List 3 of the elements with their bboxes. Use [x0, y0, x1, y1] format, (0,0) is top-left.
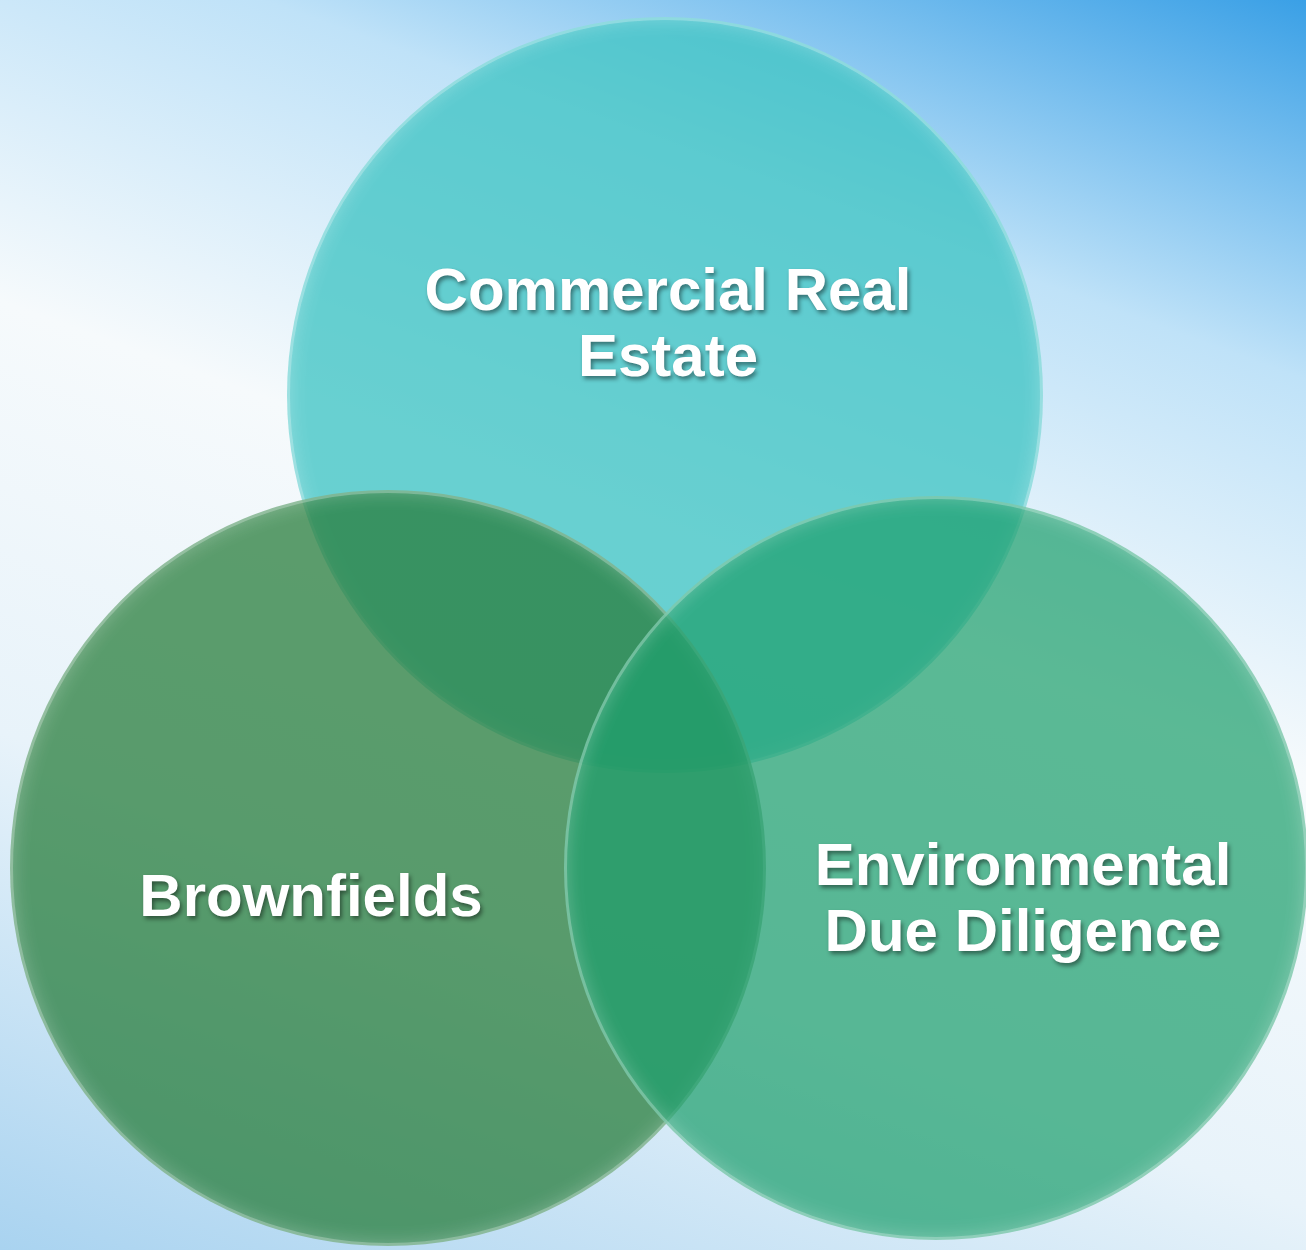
circle-label: Commercial Real Estate — [423, 257, 913, 389]
circle-label: Brownfields — [138, 863, 484, 929]
circle-label: Environmental Due Diligence — [813, 832, 1233, 964]
